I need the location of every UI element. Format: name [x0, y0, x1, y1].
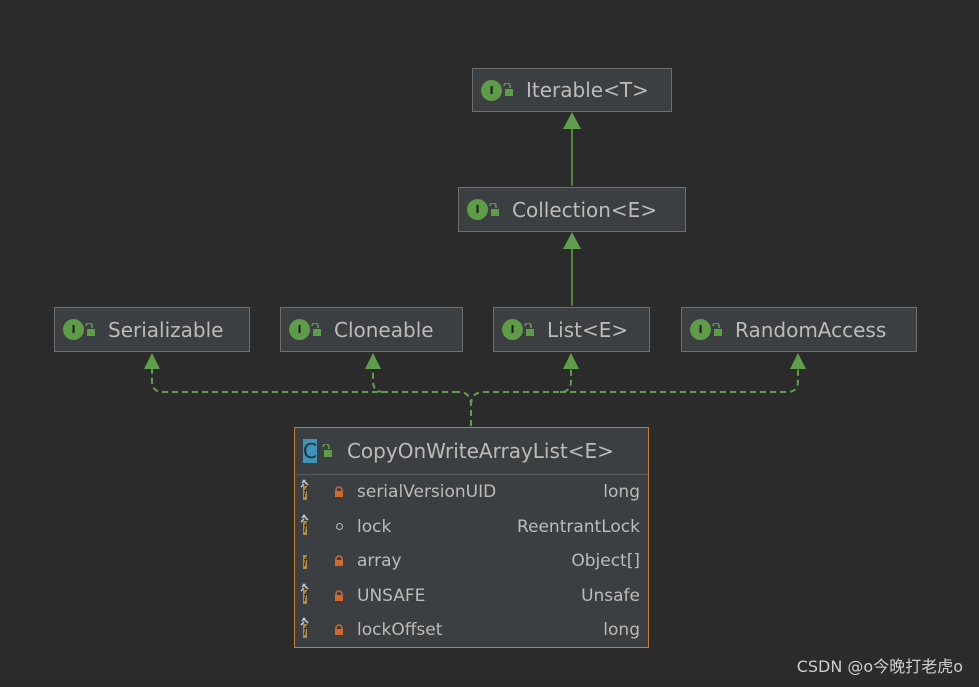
- interface-badge-icon: I: [289, 319, 310, 340]
- pin-icon: [300, 514, 309, 523]
- edge-to-list: [470, 368, 572, 406]
- field-name: array: [357, 551, 402, 572]
- edge-implements-group: [151, 368, 799, 426]
- visibility-private-icon: [333, 624, 345, 636]
- node-list[interactable]: I List<E>: [493, 307, 650, 352]
- arrowhead-cloneable: [365, 353, 381, 369]
- field-type: Unsafe: [581, 585, 640, 606]
- edge-to-serializable: [151, 368, 458, 393]
- field-type: ReentrantLock: [516, 516, 640, 537]
- lock-open-icon: [503, 83, 513, 96]
- field-row[interactable]: f serialVersionUID long: [295, 475, 648, 510]
- field-row[interactable]: f array Object[]: [295, 544, 648, 579]
- field-type: Object[]: [571, 551, 640, 572]
- lock-open-icon: [322, 444, 332, 457]
- field-icon: f: [300, 583, 323, 606]
- visibility-private-icon: [333, 555, 345, 567]
- field-badge-icon: f: [303, 555, 308, 570]
- interface-badge-icon: I: [467, 199, 488, 220]
- interface-badge-icon: I: [63, 319, 84, 340]
- class-name: CopyOnWriteArrayList<E>: [346, 439, 614, 463]
- node-label: Iterable<T>: [526, 78, 649, 102]
- node-randomaccess[interactable]: I RandomAccess: [681, 307, 917, 352]
- arrowhead-iterable: [563, 112, 581, 129]
- field-name: lockOffset: [357, 620, 443, 641]
- interface-badge-icon: I: [481, 79, 502, 101]
- field-type: long: [603, 482, 640, 503]
- watermark-text: CSDN @o今晚打老虎o: [796, 657, 963, 676]
- lock-open-icon: [489, 202, 499, 216]
- interface-badge-icon: I: [690, 319, 711, 340]
- node-cloneable[interactable]: I Cloneable: [280, 307, 463, 352]
- field-name: UNSAFE: [357, 585, 426, 606]
- visibility-package-icon: [333, 523, 345, 531]
- field-name: lock: [357, 516, 392, 537]
- arrowhead-randomaccess: [790, 353, 806, 369]
- lock-open-icon: [311, 322, 321, 336]
- interface-badge-icon: I: [502, 319, 523, 340]
- node-copyonwritearraylist[interactable]: C CopyOnWriteArrayList<E> f serialVersio…: [294, 427, 649, 648]
- node-iterable[interactable]: I Iterable<T>: [472, 68, 672, 112]
- field-row[interactable]: f lock ReentrantLock: [295, 510, 648, 545]
- field-icon: f: [303, 551, 323, 571]
- node-label: RandomAccess: [735, 317, 887, 342]
- lock-open-icon: [712, 322, 722, 336]
- node-label: Serializable: [108, 317, 224, 342]
- node-label: Collection<E>: [512, 197, 658, 222]
- edge-to-randomaccess: [560, 368, 799, 393]
- node-label: List<E>: [547, 317, 629, 342]
- field-icon: f: [300, 617, 323, 640]
- arrowhead-collection: [563, 232, 581, 249]
- field-badge-icon: f: [303, 520, 308, 535]
- field-icon: f: [300, 514, 323, 537]
- visibility-private-icon: [333, 486, 345, 498]
- field-row[interactable]: f lockOffset long: [295, 613, 648, 648]
- node-collection[interactable]: I Collection<E>: [458, 187, 686, 232]
- arrowhead-list: [563, 353, 579, 369]
- class-header: C CopyOnWriteArrayList<E>: [295, 428, 648, 475]
- field-badge-icon: f: [303, 589, 308, 604]
- edge-to-cloneable: [372, 368, 385, 393]
- arrowhead-serializable: [144, 353, 160, 369]
- field-row[interactable]: f UNSAFE Unsafe: [295, 579, 648, 614]
- field-name: serialVersionUID: [357, 482, 497, 503]
- field-type: long: [603, 620, 640, 641]
- lock-open-icon: [524, 322, 534, 336]
- class-badge-icon: C: [303, 439, 317, 463]
- field-icon: f: [300, 479, 323, 502]
- field-badge-icon: f: [303, 486, 308, 501]
- node-label: Cloneable: [334, 317, 434, 342]
- node-serializable[interactable]: I Serializable: [54, 307, 250, 352]
- pin-icon: [300, 479, 309, 488]
- pin-icon: [300, 583, 309, 592]
- lock-open-icon: [85, 322, 95, 336]
- visibility-private-icon: [333, 590, 345, 602]
- edge-trunk: [457, 391, 472, 426]
- pin-icon: [300, 617, 309, 626]
- field-badge-icon: f: [303, 624, 308, 639]
